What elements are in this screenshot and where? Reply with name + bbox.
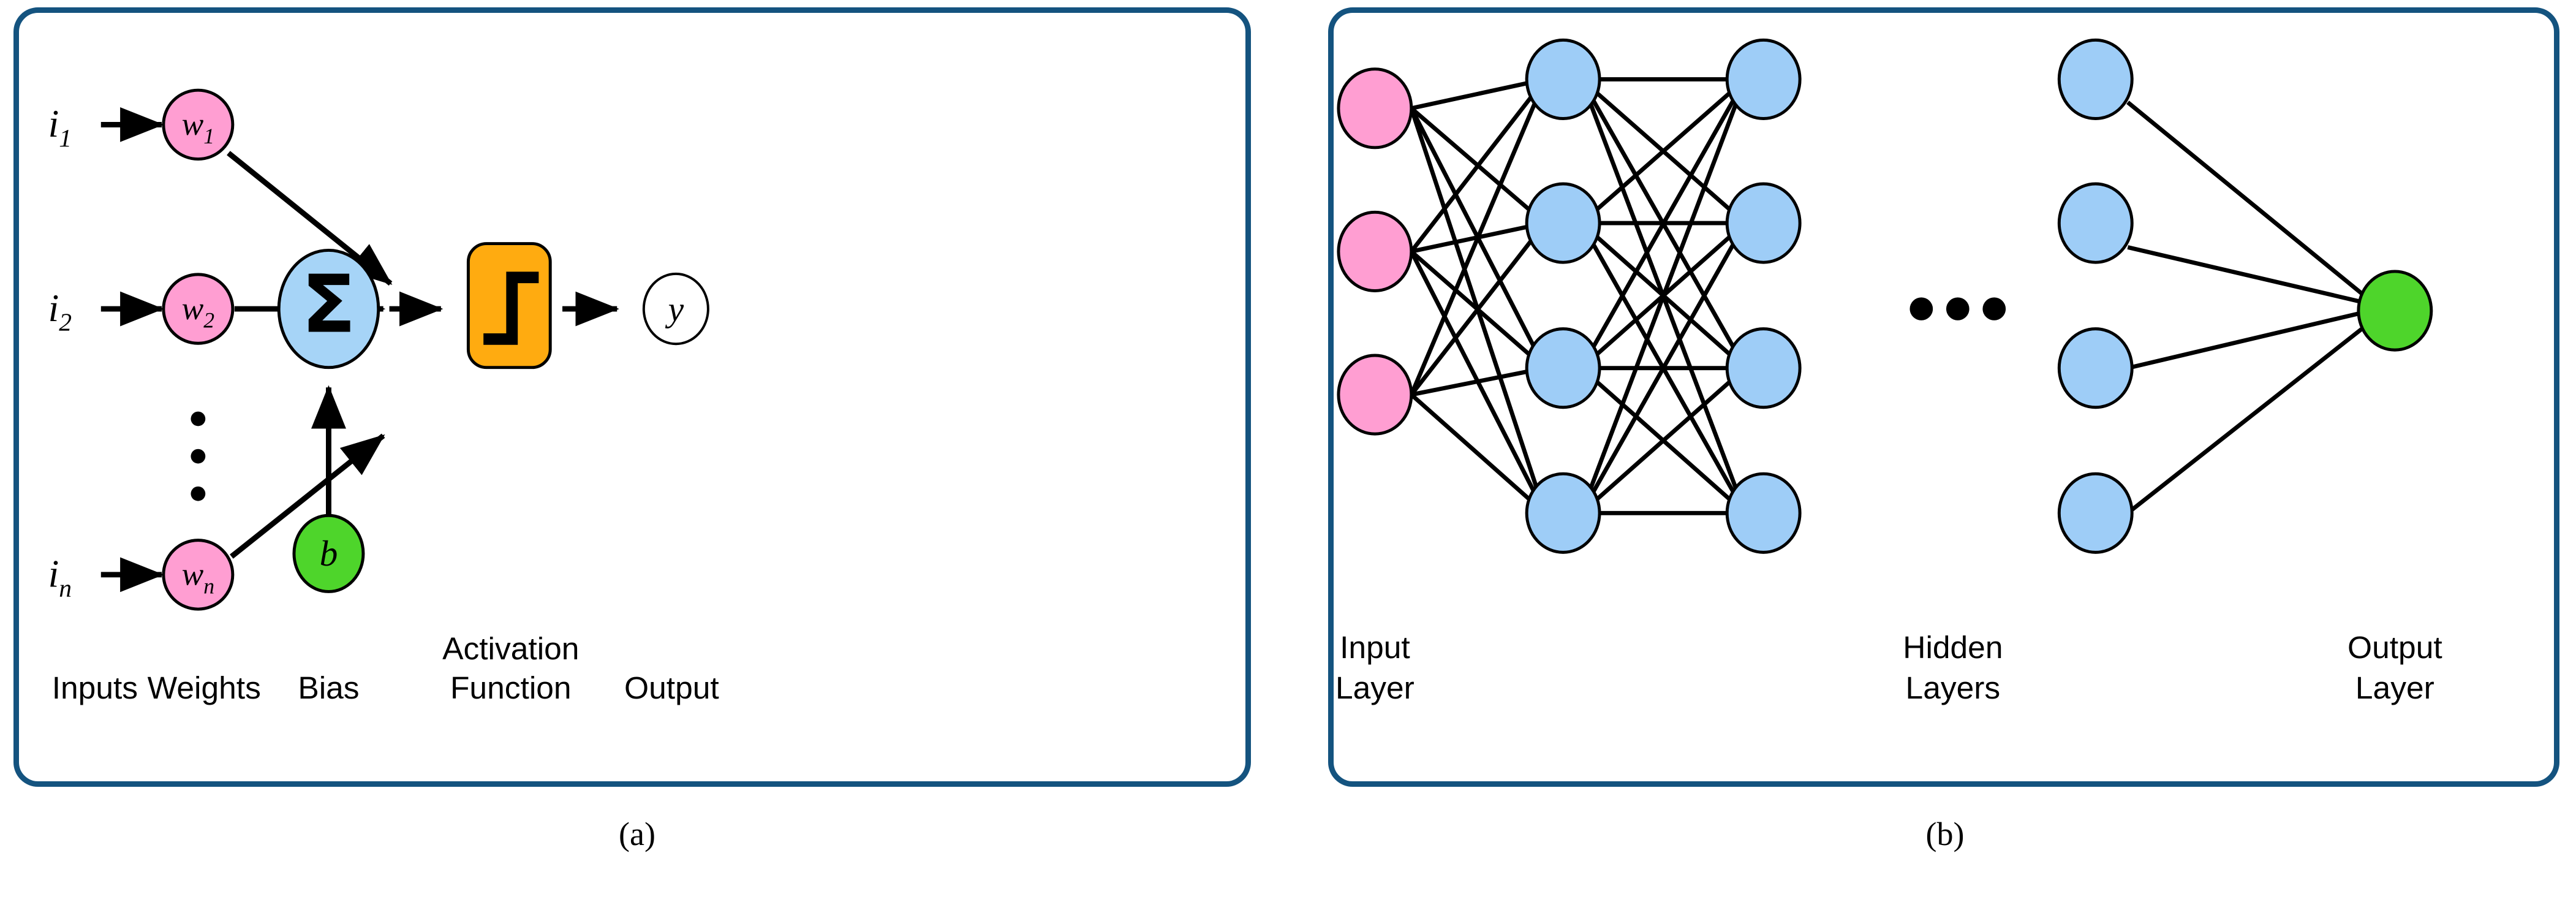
hidden2-node-1[interactable] [1725, 38, 1802, 120]
weight-nodes-group: w1 w2 wn [162, 88, 235, 611]
hidden1-node-3[interactable] [1525, 327, 1601, 409]
ellipsis-dot-1 [1909, 297, 1933, 320]
output-layer-node[interactable] [2357, 270, 2433, 352]
weight-node-n[interactable] [162, 539, 235, 611]
sum-node[interactable]: Σ [277, 248, 380, 370]
bias-node-shape[interactable] [292, 514, 365, 593]
edge [2126, 100, 2367, 299]
label-output: Output [624, 670, 719, 705]
output-node-shape[interactable] [642, 272, 709, 346]
ellipsis-dot-3 [1982, 297, 2006, 320]
hidden-layer-2-nodes [1725, 38, 1802, 554]
hiddenlast-node-1[interactable] [2057, 38, 2134, 120]
edge [1410, 78, 1547, 253]
caption-b-text: (b) [1925, 816, 1965, 852]
label-inputs: Inputs [52, 670, 138, 705]
panel-b-neural-network: Input Layer Hidden Layers Output Layer [1328, 7, 2559, 787]
edge [1411, 366, 1546, 397]
ellipsis-icon [1909, 297, 2006, 320]
hidden2-node-2[interactable] [1725, 182, 1802, 264]
weight-node-2[interactable] [162, 273, 235, 345]
hidden-layer-1-nodes [1525, 38, 1601, 554]
hiddenlast-node-4[interactable] [2057, 472, 2134, 554]
bias-node[interactable]: b [292, 514, 365, 593]
activation-function-box[interactable] [466, 242, 552, 370]
hidden1-node-2[interactable] [1525, 182, 1601, 264]
input-node-3[interactable] [1337, 354, 1413, 436]
label-hidden-layers-line1: Hidden [1903, 629, 2003, 665]
label-output-layer-line2: Layer [2355, 670, 2434, 705]
input-label-2: i2 [48, 287, 72, 336]
hidden1-node-4[interactable] [1525, 472, 1601, 554]
hidden2-node-3[interactable] [1725, 327, 1802, 409]
ellipsis-dot-1 [191, 411, 206, 426]
ellipsis-dot-2 [191, 449, 206, 464]
sum-node-symbol: Σ [301, 258, 356, 351]
ellipsis-dot-2 [1946, 297, 1970, 320]
panel-b-diagram: Input Layer Hidden Layers Output Layer [1335, 38, 2442, 705]
hiddenlast-node-2[interactable] [2057, 182, 2134, 264]
panel-a-perceptron: i1 i2 in w1 [13, 7, 1251, 787]
hidden2-node-4[interactable] [1725, 472, 1802, 554]
label-activation-line1: Activation [442, 631, 579, 666]
input-layer-nodes [1337, 67, 1413, 436]
edge-wn-to-sum [230, 433, 385, 559]
bias-node-label: b [320, 533, 338, 574]
panel-a-diagram: i1 i2 in w1 [48, 88, 719, 705]
label-activation-line2: Function [450, 670, 572, 705]
panel-b-labels: Input Layer Hidden Layers Output Layer [1335, 629, 2442, 705]
caption-panel-b: (b) [1323, 815, 2567, 853]
edges-input-to-hidden1 [1409, 77, 1547, 515]
input-arrows-group [100, 107, 164, 593]
label-input-layer-line1: Input [1340, 629, 1410, 665]
edge [1580, 366, 1747, 515]
weight-node-2-label: w2 [182, 290, 215, 333]
edge [1579, 222, 1747, 514]
edge [1579, 78, 1747, 370]
label-hidden-layers-line2: Layers [1906, 670, 2001, 705]
weight-node-1[interactable] [162, 88, 235, 161]
edge [1411, 77, 1546, 111]
hidden1-node-1[interactable] [1525, 38, 1601, 120]
output-node[interactable]: y [642, 272, 709, 346]
input-node-2[interactable] [1337, 210, 1413, 292]
input-node-1[interactable] [1337, 67, 1413, 150]
weight-node-1-label: w1 [182, 105, 215, 148]
ellipsis-dot-3 [191, 486, 206, 501]
edge [2127, 245, 2366, 305]
edge [1410, 393, 1547, 515]
edge [1579, 78, 1748, 514]
edge [1580, 77, 1747, 225]
input-label-n: in [48, 553, 72, 602]
label-bias: Bias [298, 670, 359, 705]
input-labels-group: i1 i2 in [48, 102, 72, 602]
weight-node-n-label: wn [182, 556, 215, 599]
vertical-ellipsis-icon [191, 411, 206, 501]
edge-w1-to-sum [227, 151, 393, 286]
edges-hidden1-to-hidden2 [1579, 77, 1748, 515]
input-label-1: i1 [48, 102, 72, 152]
label-input-layer-line2: Layer [1335, 670, 1415, 705]
edge [2127, 309, 2366, 371]
edge [2126, 324, 2367, 515]
hidden-layer-last-nodes [2057, 38, 2134, 554]
edge [1410, 221, 1547, 396]
hiddenlast-node-3[interactable] [2057, 327, 2134, 409]
caption-a-text: (a) [619, 816, 655, 852]
output-node-label: y [665, 290, 684, 329]
label-weights: Weights [148, 670, 261, 705]
edge [1409, 78, 1547, 396]
sum-node-shape[interactable] [277, 248, 380, 370]
caption-panel-a: (a) [0, 815, 1274, 853]
panel-a-labels: Inputs Weights Bias Activation Function … [52, 631, 719, 705]
step-function-icon [483, 271, 539, 345]
edges-hidden-to-output [2126, 100, 2367, 515]
label-output-layer-line1: Output [2347, 629, 2442, 665]
